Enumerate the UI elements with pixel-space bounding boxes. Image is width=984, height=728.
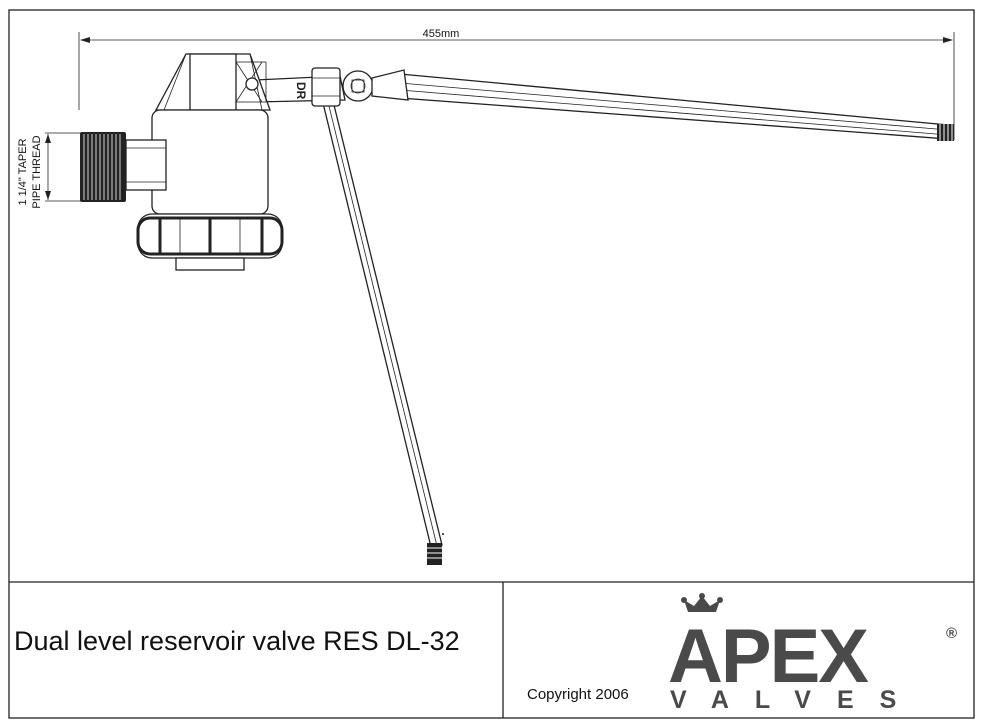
thread-label-line1: 1 1/4" TAPER [17, 138, 29, 205]
pivot-nut [342, 70, 374, 102]
arm-marking: DR [294, 82, 308, 100]
length-dimension: 455mm [78, 28, 955, 140]
drawing-title: Dual level reservoir valve RES DL-32 [14, 626, 460, 656]
apex-valves-logo: APEX ® VALVES [668, 593, 957, 714]
brand-sub: VALVES [670, 686, 922, 714]
valve-top [154, 53, 271, 111]
upper-arm-thread-end [937, 124, 954, 141]
registered-mark: ® [946, 625, 957, 642]
sheet-border [8, 9, 975, 719]
copyright-text: Copyright 2006 [527, 686, 629, 703]
thread-label-line2: PIPE THREAD [31, 135, 43, 208]
arm-clamp: DR [254, 67, 409, 107]
lower-arm-thread-end [427, 543, 442, 565]
lock-nut [136, 213, 284, 271]
thread-dimension: 1 1/4" TAPER PIPE THREAD [17, 132, 82, 209]
brand-name: APEX [668, 614, 869, 699]
valve-drawing: DR [80, 53, 954, 565]
valve-body [125, 109, 269, 215]
threaded-inlet [80, 132, 126, 202]
upper-float-arm [399, 73, 954, 141]
lower-float-arm [322, 100, 444, 565]
crown-icon [681, 593, 723, 612]
dimension-label: 455mm [423, 28, 460, 40]
